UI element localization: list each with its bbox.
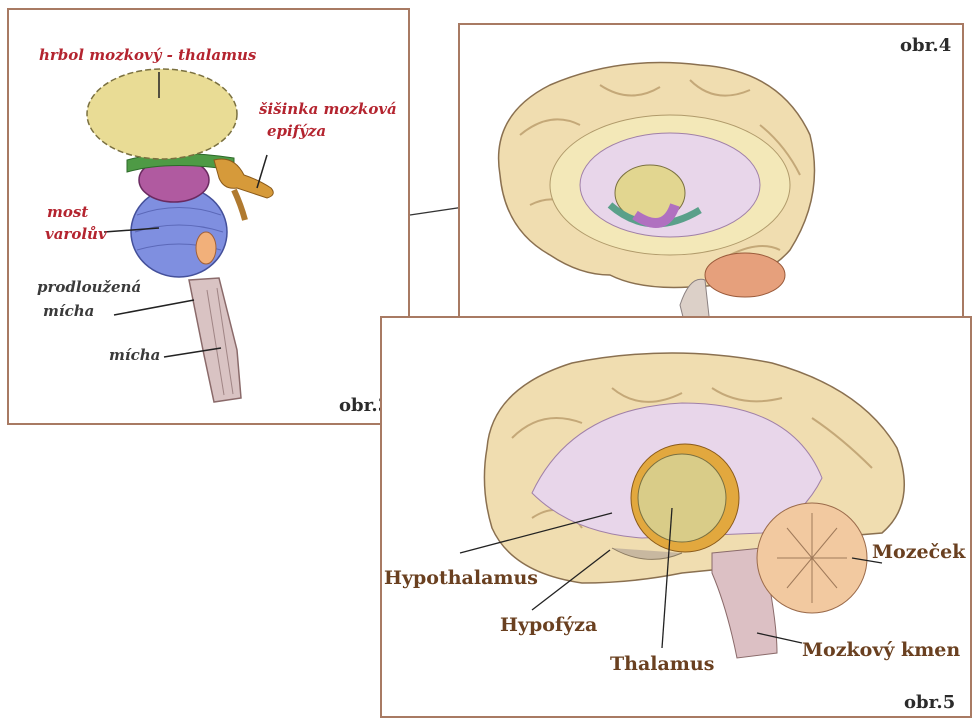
label-epiphysis-line2: epifýza [267,122,326,140]
label-pons-line1: most [47,203,88,221]
label-hypophysis: Hypofýza [500,614,597,636]
thalamus-shape [87,69,237,159]
panel-brain-sagittal: Mozeček Hypothalamus Hypofýza Thalamus M… [380,316,972,718]
panel-brain-lateral: obr.4 [458,23,964,323]
figure-label-5: obr.5 [904,692,955,713]
label-thalamus-sagittal: Thalamus [610,653,714,675]
panel-brainstem: hrbol mozkový - thalamus šišinka mozková… [7,8,410,425]
label-hypothalamus: Hypothalamus [384,567,538,589]
label-cerebellum: Mozeček [872,541,965,563]
thalamus-sagittal-shape [638,454,726,542]
label-epiphysis-line1: šišinka mozková [259,100,397,118]
label-medulla-line1: prodloužená [37,278,141,296]
figure-label-4: obr.4 [900,35,951,56]
label-spinal-cord: mícha [109,346,160,364]
brain-lateral-illustration [460,25,966,325]
label-pons-line2: varolův [45,225,107,243]
cerebellum-small-shape [705,253,785,297]
label-brainstem: Mozkový kmen [802,639,960,661]
label-thalamus: hrbol mozkový - thalamus [39,46,256,64]
label-medulla-line2: mícha [43,302,94,320]
